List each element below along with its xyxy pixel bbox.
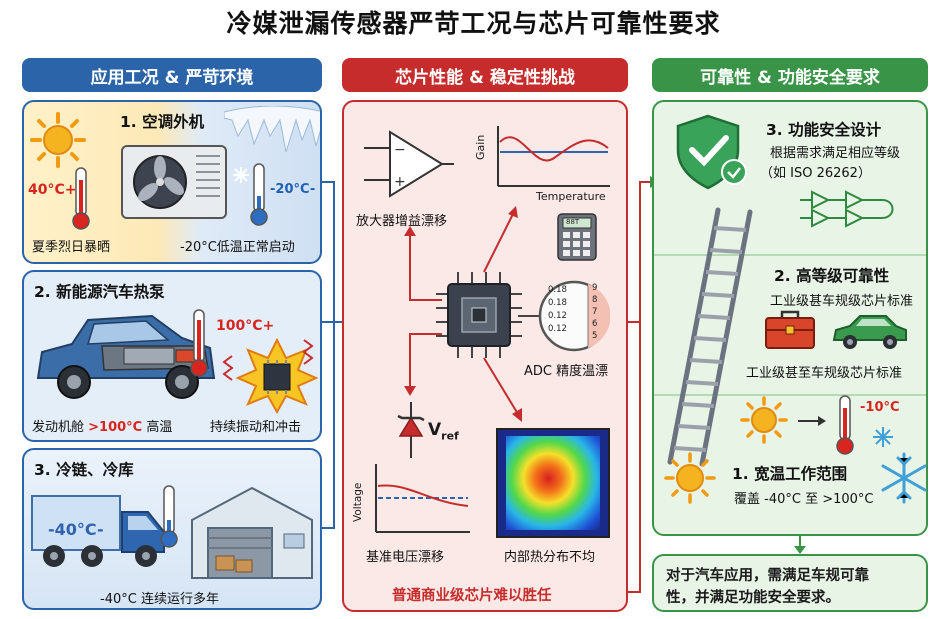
gain-axis-label: Gain bbox=[474, 134, 487, 160]
snowflake-small-icon bbox=[233, 167, 249, 183]
ev-heat-pump-card: 2. 新能源汽车热泵 100°C+ 发动机舱 >100°C 高温 持续振动和冲击 bbox=[22, 270, 322, 442]
cold-chain-caption: -40°C 连续运行多年 bbox=[100, 592, 219, 607]
low-temp-start-caption: -20°C低温正常启动 bbox=[180, 240, 295, 255]
car-icon bbox=[832, 315, 907, 349]
commercial-chip-insufficient-label: 普通商业级芯片难以胜任 bbox=[392, 588, 552, 604]
voltage-axis-label: Voltage bbox=[352, 482, 364, 522]
ac-outdoor-heading: 1. 空调外机 bbox=[120, 113, 205, 131]
cold-temp-label: -20°C- bbox=[270, 182, 316, 197]
arrow-to-gain-plot bbox=[483, 206, 518, 273]
toolbox-icon bbox=[765, 310, 815, 349]
adc-scale-values: 9 8 7 6 5 bbox=[592, 283, 598, 341]
vibration-right-icon bbox=[302, 339, 314, 365]
high-reliability-desc-1: 工业级甚车规级芯片标准 bbox=[770, 294, 914, 309]
hot-temp-label: 40°C+ bbox=[28, 182, 77, 198]
conclusion-line-2: 性，并满足功能安全要求。 bbox=[666, 590, 840, 606]
hot-thermometer-icon bbox=[72, 167, 90, 230]
vibration-left-icon bbox=[222, 355, 234, 381]
refrigerated-truck-icon bbox=[31, 495, 165, 567]
ac-unit-icon bbox=[121, 145, 227, 219]
voltage-reference-diode-icon bbox=[397, 402, 425, 458]
adc-accuracy-drift-label: ADC 精度温漂 bbox=[524, 364, 609, 379]
cold-chain-thermometer-icon bbox=[160, 485, 178, 548]
wide-temp-desc: 覆盖 -40°C 至 >100°C bbox=[734, 492, 874, 507]
high-reliability-title: 2. 高等级可靠性 bbox=[774, 267, 890, 285]
cold-chain-heading: 3. 冷链、冷库 bbox=[34, 461, 134, 479]
thermal-heatmap bbox=[506, 436, 600, 530]
reliability-ladder-icon bbox=[667, 207, 753, 467]
reference-drift-label: 基准电压漂移 bbox=[366, 550, 445, 565]
amplifier-icon: − + bbox=[364, 130, 454, 198]
svg-text:+: + bbox=[394, 174, 406, 190]
vibrating-chip-icon bbox=[236, 338, 318, 414]
wide-temp-title: 1. 宽温工作范围 bbox=[732, 465, 848, 483]
functional-safety-desc-1: 根据需求满足相应等级 bbox=[770, 146, 901, 161]
low-temp-snowflake-icon bbox=[881, 452, 927, 504]
high-temp-sun-icon bbox=[664, 452, 716, 504]
wide-range-thermometer-icon bbox=[836, 395, 854, 455]
snowflake-icon bbox=[873, 427, 893, 447]
left-column-header: 应用工况 & 严苛环境 bbox=[22, 58, 322, 92]
functional-safety-title: 3. 功能安全设计 bbox=[766, 121, 882, 139]
vref-label: Vref bbox=[428, 420, 459, 443]
cold-thermometer-icon bbox=[250, 163, 268, 226]
sun-icon bbox=[30, 112, 86, 168]
engine-temp-label: 100°C+ bbox=[216, 318, 275, 334]
arrow-to-thermal-map bbox=[483, 357, 522, 422]
adc-magnifier-icon bbox=[518, 280, 610, 352]
calculator-icon bbox=[557, 213, 597, 261]
right-column-header: 可靠性 & 功能安全要求 bbox=[652, 58, 928, 92]
cold-storage-warehouse-icon bbox=[191, 486, 313, 579]
calculator-display: 88T bbox=[566, 218, 580, 226]
icicles-icon bbox=[224, 106, 320, 153]
shield-check-icon bbox=[676, 114, 747, 190]
car-open-hood-icon bbox=[36, 314, 216, 399]
temperature-axis-label: Temperature bbox=[536, 190, 606, 203]
ev-heat-pump-heading: 2. 新能源汽车热泵 bbox=[34, 283, 165, 301]
summer-sun-caption: 夏季烈日暴晒 bbox=[32, 240, 111, 255]
ac-outdoor-card: 1. 空调外机 40°C+ bbox=[22, 100, 322, 264]
central-chip-icon bbox=[436, 272, 522, 358]
functional-safety-desc-2: （如 ISO 26262） bbox=[760, 166, 871, 181]
high-reliability-desc-2: 工业级甚至车规级芯片标准 bbox=[746, 366, 903, 381]
cold-limit-label: -10°C bbox=[860, 400, 900, 415]
page-title: 冷媒泄漏传感器严苛工况与芯片可靠性要求 bbox=[226, 9, 721, 38]
right-arrow-icon bbox=[798, 416, 826, 426]
conclusion-box: 对于汽车应用，需满足车规可靠 性，并满足功能安全要求。 bbox=[652, 554, 928, 612]
adc-tick-values: 0.18 0.18 0.12 0.12 bbox=[548, 285, 567, 334]
redundancy-logic-icon bbox=[800, 190, 894, 228]
conclusion-line-1: 对于汽车应用，需满足车规可靠 bbox=[666, 568, 869, 584]
engine-bay-caption: 发动机舱 >100°C 高温 bbox=[32, 420, 173, 435]
truck-temp-label: -40°C- bbox=[48, 520, 104, 539]
arrows-left-of-chip bbox=[404, 226, 442, 396]
thermal-distribution-label: 内部热分布不均 bbox=[504, 550, 596, 565]
heat-sun-icon bbox=[740, 396, 788, 444]
gain-temperature-plot bbox=[497, 126, 610, 187]
svg-text:−: − bbox=[394, 142, 406, 158]
reference-voltage-drift-plot bbox=[375, 464, 470, 533]
middle-column-header: 芯片性能 & 稳定性挑战 bbox=[342, 58, 628, 92]
thermal-map-frame bbox=[496, 428, 610, 538]
cold-chain-card: 3. 冷链、冷库 -40°C- -40°C 连续运行多年 bbox=[22, 448, 322, 610]
vibration-caption: 持续振动和冲击 bbox=[210, 420, 302, 435]
amp-gain-drift-label: 放大器增益漂移 bbox=[356, 214, 448, 229]
engine-thermometer-icon bbox=[190, 309, 208, 377]
